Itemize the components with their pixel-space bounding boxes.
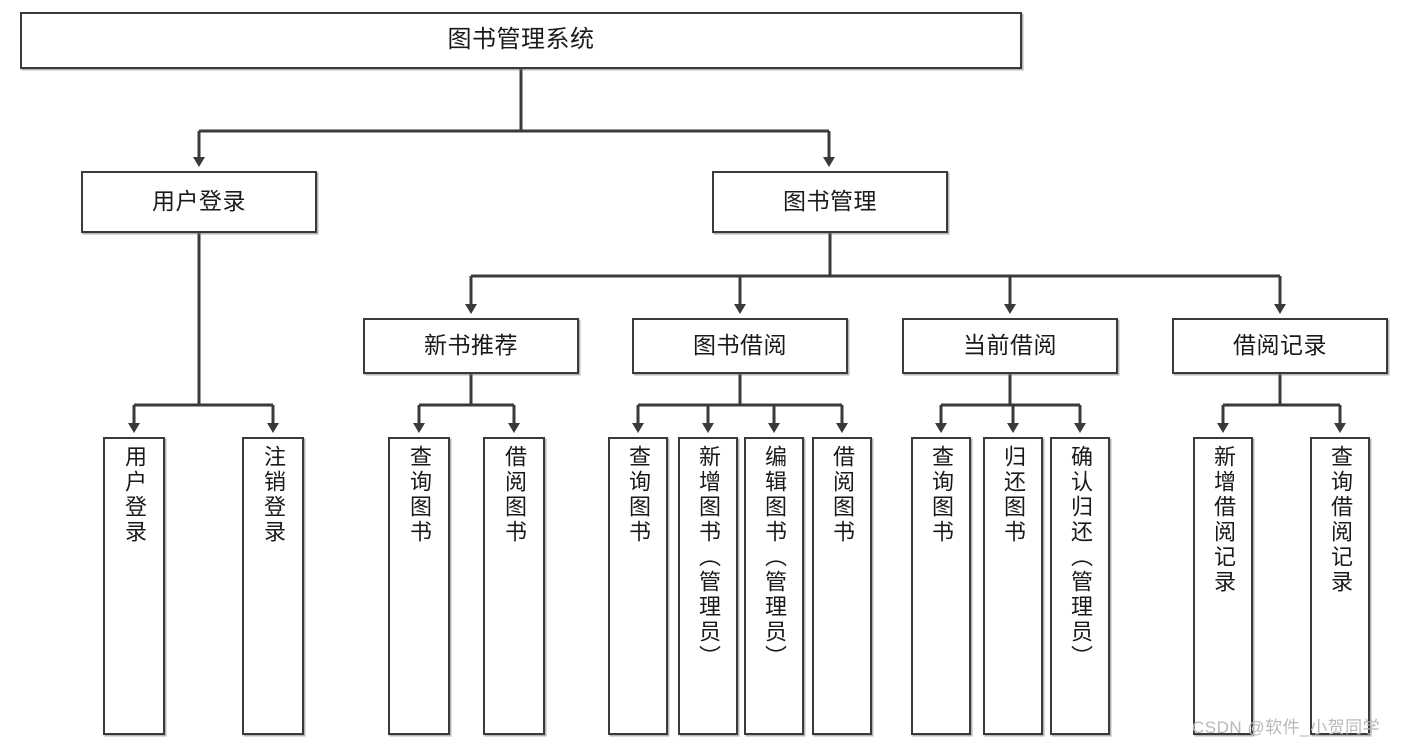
node-label: 当前借阅 (963, 332, 1057, 359)
node-leaf-confirm-return[interactable]: 确认归还（管理员） (1050, 437, 1110, 735)
node-label: 查询图书 (626, 445, 651, 545)
node-leaf-query-book-3[interactable]: 查询图书 (911, 437, 971, 735)
node-label: 借阅记录 (1233, 332, 1327, 359)
node-label: 图书管理系统 (447, 26, 595, 54)
node-book-manage[interactable]: 图书管理 (712, 171, 948, 233)
node-leaf-user-logout[interactable]: 注销登录 (242, 437, 304, 735)
node-label: 查询图书 (407, 445, 432, 545)
node-label: 用户登录 (152, 188, 246, 215)
root-node[interactable]: 图书管理系统 (20, 12, 1022, 69)
node-leaf-return-book[interactable]: 归还图书 (983, 437, 1043, 735)
node-leaf-query-record[interactable]: 查询借阅记录 (1310, 437, 1370, 735)
node-label: 编辑图书（管理员） (762, 445, 787, 670)
node-label: 图书借阅 (693, 332, 787, 359)
node-leaf-query-book-1[interactable]: 查询图书 (388, 437, 450, 735)
node-leaf-user-login[interactable]: 用户登录 (103, 437, 165, 735)
node-label: 归还图书 (1001, 445, 1026, 545)
csdn-watermark: CSDN @软件_小贺同学 (1192, 718, 1381, 737)
node-leaf-add-record[interactable]: 新增借阅记录 (1193, 437, 1253, 735)
node-label: 确认归还（管理员） (1068, 445, 1093, 670)
node-label: 图书管理 (783, 188, 877, 215)
node-label: 查询借阅记录 (1328, 445, 1353, 595)
node-label: 借阅图书 (502, 445, 527, 545)
node-label: 新增图书（管理员） (696, 445, 721, 670)
node-borrow-record[interactable]: 借阅记录 (1172, 318, 1388, 374)
node-user-login[interactable]: 用户登录 (81, 171, 317, 233)
node-label: 新增借阅记录 (1211, 445, 1236, 595)
node-new-book-recommend[interactable]: 新书推荐 (363, 318, 579, 374)
node-leaf-borrow-book-1[interactable]: 借阅图书 (483, 437, 545, 735)
node-leaf-add-book[interactable]: 新增图书（管理员） (678, 437, 738, 735)
node-leaf-edit-book[interactable]: 编辑图书（管理员） (744, 437, 804, 735)
node-book-borrow[interactable]: 图书借阅 (632, 318, 848, 374)
node-label: 注销登录 (261, 445, 286, 545)
node-current-borrow[interactable]: 当前借阅 (902, 318, 1118, 374)
node-leaf-query-book-2[interactable]: 查询图书 (608, 437, 668, 735)
node-label: 新书推荐 (424, 332, 518, 359)
node-leaf-borrow-book-2[interactable]: 借阅图书 (812, 437, 872, 735)
node-label: 查询图书 (929, 445, 954, 545)
node-label: 用户登录 (122, 445, 147, 545)
node-label: 借阅图书 (830, 445, 855, 545)
